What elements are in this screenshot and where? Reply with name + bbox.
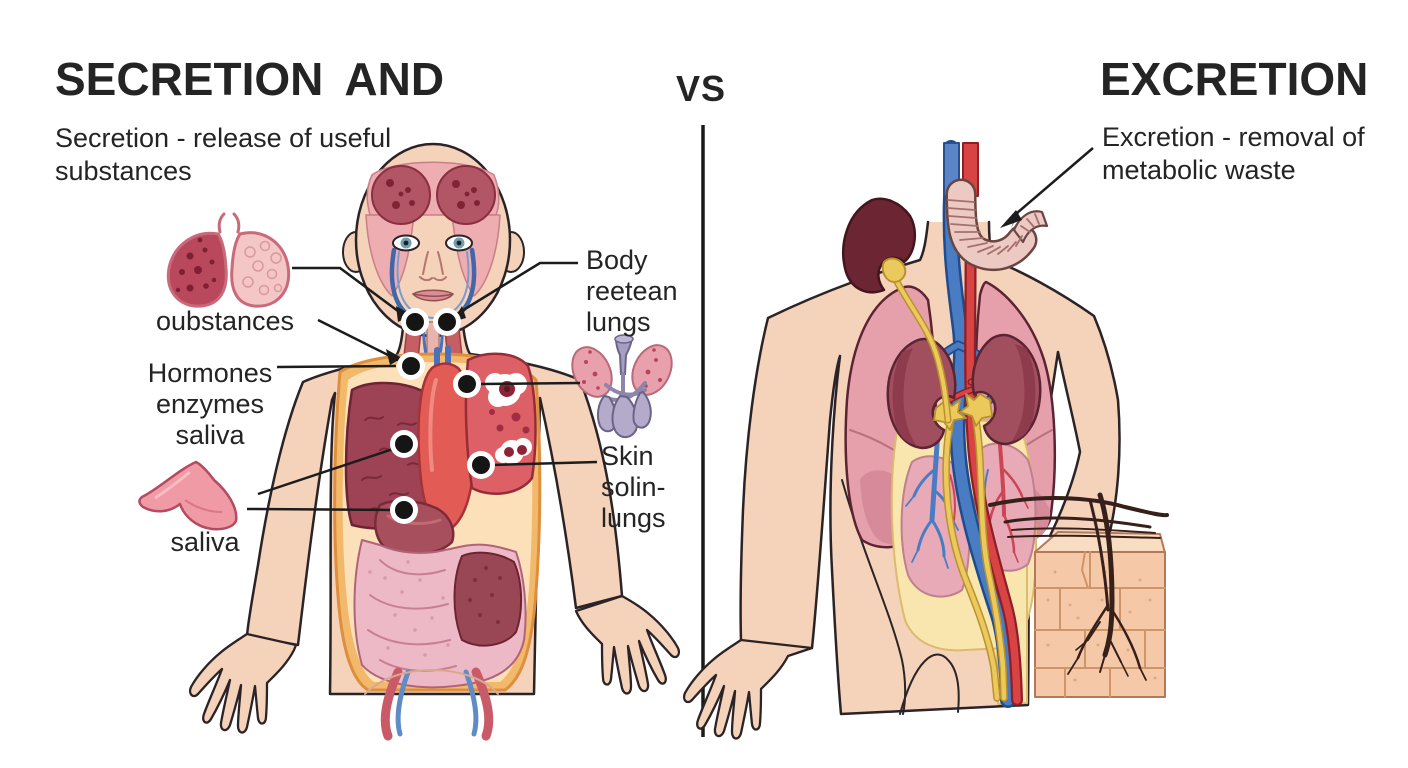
label-substances: oubstances [155, 306, 295, 336]
kidneys-adrenal-icon [571, 334, 673, 438]
left-subtitle: Secretion - release of useful substances [55, 123, 392, 186]
excretion-figure [682, 140, 1169, 740]
salivary-gland-icon [166, 212, 291, 308]
right-subtitle: Excretion - removal of metabolic waste [1102, 122, 1365, 185]
vs-label: VS [676, 68, 727, 109]
label-hormones-enzymes-saliva: Hormones enzymes saliva [147, 358, 273, 450]
secretion-figure [188, 142, 681, 741]
label-skin-solin-lungs: Skin solin- lungs [601, 441, 666, 533]
excretion-arrow [1000, 147, 1094, 228]
skin-block-hair-icon [988, 492, 1169, 698]
marker-dots [390, 308, 495, 524]
eyes [392, 234, 473, 252]
label-saliva: saliva [170, 527, 240, 557]
right-title: EXCRETION [1100, 53, 1369, 105]
left-title: SECRETION AND [55, 53, 445, 105]
label-body-reetean-lungs: Body reetean lungs [586, 245, 678, 337]
leader-lines [246, 261, 598, 512]
saliva-organ-icon [138, 460, 238, 531]
